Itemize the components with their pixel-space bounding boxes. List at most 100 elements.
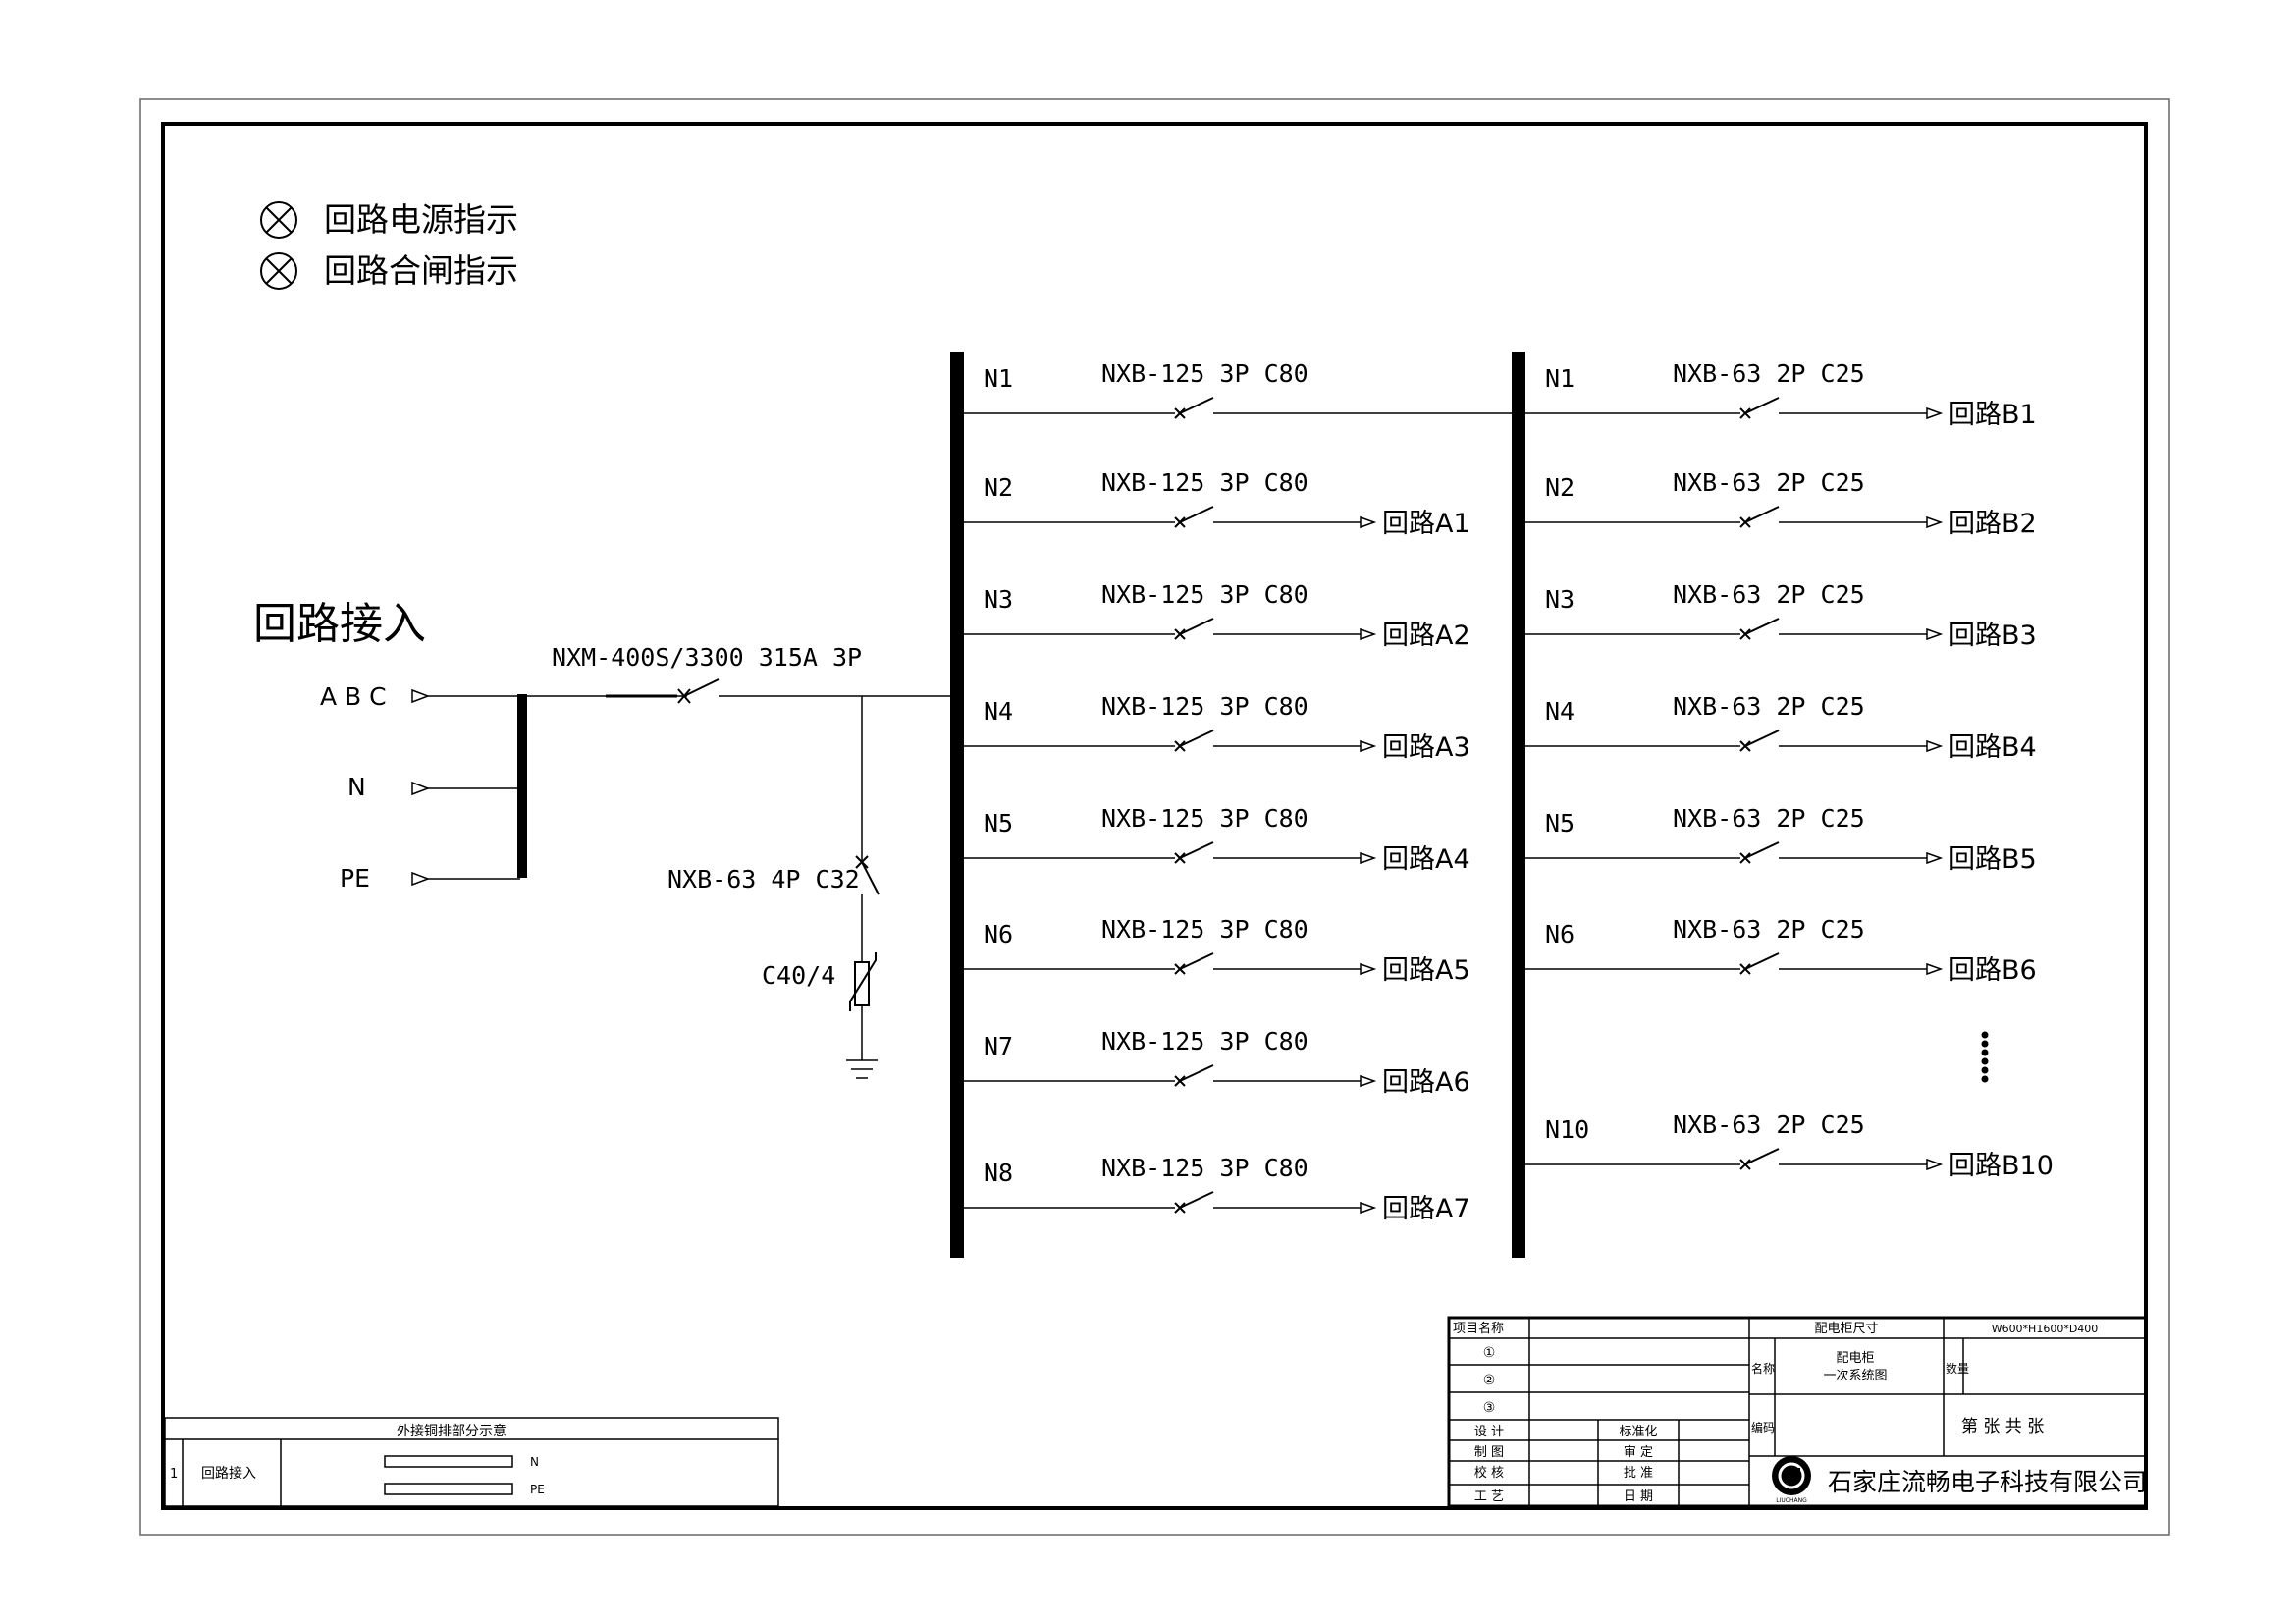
indicator-lamp-icon: [260, 252, 297, 290]
terminal-arrow-icon: [1360, 515, 1377, 529]
role-approve: 批 准: [1624, 1466, 1653, 1481]
busbar-b: [1512, 352, 1525, 1258]
mark-3: ③: [1483, 1400, 1496, 1416]
phase-label-abc: A B C: [320, 682, 387, 711]
copper-table-title: 外接铜排部分示意: [397, 1423, 507, 1439]
breaker-symbol: [1174, 506, 1214, 528]
circuit-number: N5: [984, 809, 1013, 838]
project-name-label: 项目名称: [1453, 1321, 1504, 1336]
terminal-arrow-icon: [1360, 1074, 1377, 1088]
outgoing-circuit-label: 回路B6: [1949, 955, 2037, 986]
breaker-label: NXB-63 2P C25: [1673, 580, 1865, 609]
sheet-count: 第 张 共 张: [1961, 1417, 2044, 1436]
breaker-symbol: [1739, 397, 1780, 419]
copper-table-row-no: 1: [170, 1467, 178, 1482]
continuation-dots: [1981, 1031, 1989, 1083]
phase-label-pe: PE: [340, 864, 370, 893]
breaker-symbol: [1174, 1191, 1214, 1214]
breaker-label: NXB-125 3P C80: [1101, 1027, 1308, 1055]
terminal-arrow-icon: [1360, 851, 1377, 865]
incoming-title: 回路接入: [253, 599, 426, 649]
outgoing-circuit-label: 回路B1: [1949, 400, 2037, 430]
breaker-symbol: [1739, 952, 1780, 975]
copper-bar-n-label: N: [530, 1455, 539, 1469]
feeder-a-feeder: 回路A1 N2 NXB-125 3P C80: [964, 468, 1470, 539]
copper-bar-n: [384, 1455, 513, 1468]
main-breaker-label: NXM-400S/3300 315A 3P: [552, 643, 862, 672]
breaker-label: NXB-125 3P C80: [1101, 804, 1308, 833]
copper-bar-pe-label: PE: [530, 1483, 545, 1496]
feeder-b-feeder: 回路B10 N10 NXB-63 2P C25: [1525, 1110, 2054, 1181]
breaker-symbol: [1174, 952, 1214, 975]
outgoing-circuit-label: 回路A1: [1382, 509, 1470, 539]
breaker-label: NXB-63 2P C25: [1673, 468, 1865, 497]
role-process: 工 艺: [1474, 1489, 1504, 1504]
breaker-label: NXB-63 2P C25: [1673, 804, 1865, 833]
feeder-b-feeder: 回路B6 N6 NXB-63 2P C25: [1525, 915, 2037, 986]
outgoing-circuit-label: 回路A6: [1382, 1067, 1470, 1098]
surge-protector-icon: [849, 952, 877, 1011]
breaker-symbol: [1739, 1148, 1780, 1170]
breaker-symbol: [1174, 397, 1214, 419]
breaker-label: NXB-125 3P C80: [1101, 359, 1308, 388]
outgoing-circuit-label: 回路A4: [1382, 844, 1470, 875]
breaker-label: NXB-63 2P C25: [1673, 1110, 1865, 1139]
name-label: 名称: [1751, 1361, 1775, 1376]
title-block: [1447, 1316, 2148, 1508]
circuit-number: N4: [1545, 697, 1575, 726]
feeder-a-feeder: 回路A6 N7 NXB-125 3P C80: [964, 1027, 1470, 1098]
terminal-arrow-icon: [1926, 962, 1944, 976]
code-label: 编码: [1751, 1420, 1775, 1434]
circuit-number: N6: [984, 920, 1013, 948]
cabinet-size-label: 配电柜尺寸: [1814, 1322, 1878, 1336]
circuit-number: N7: [984, 1032, 1013, 1060]
outgoing-circuit-label: 回路A2: [1382, 621, 1470, 651]
circuit-number: N8: [984, 1159, 1013, 1187]
feeder-a-feeder: N1 NXB-125 3P C80: [964, 359, 1514, 419]
company-name: 石家庄流畅电子科技有限公司: [1828, 1468, 2147, 1496]
circuit-number: N5: [1545, 809, 1575, 838]
breaker-symbol: [1174, 618, 1214, 640]
outgoing-circuit-label: 回路B10: [1949, 1151, 2054, 1181]
circuit-number: N10: [1545, 1115, 1589, 1144]
circuit-number: N3: [984, 585, 1013, 614]
breaker-label: NXB-63 2P C25: [1673, 359, 1865, 388]
breaker-label: NXB-125 3P C80: [1101, 468, 1308, 497]
circuit-number: N1: [984, 364, 1013, 393]
terminal-arrow-icon: [1926, 1158, 1944, 1171]
circuit-number: N2: [984, 473, 1013, 502]
circuit-number: N6: [1545, 920, 1575, 948]
circuit-number: N4: [984, 697, 1013, 726]
feeder-a-feeder: 回路A4 N5 NXB-125 3P C80: [964, 804, 1470, 875]
circuit-number: N1: [1545, 364, 1575, 393]
feeder-b-feeder: 回路B1 N1 NXB-63 2P C25: [1525, 359, 2037, 430]
indicator-lamp-icon: [260, 201, 297, 239]
circuit-number: N2: [1545, 473, 1575, 502]
breaker-label: NXB-63 2P C25: [1673, 915, 1865, 944]
outgoing-circuit-label: 回路A5: [1382, 955, 1470, 986]
terminal-arrow-icon: [1360, 1201, 1377, 1215]
terminal-arrow-icon: [1926, 739, 1944, 753]
quantity-label: 数量: [1946, 1361, 1969, 1376]
outgoing-circuit-label: 回路B4: [1949, 732, 2037, 763]
main-breaker-symbol: [677, 678, 720, 704]
spd-breaker-label: NXB-63 4P C32: [667, 865, 860, 893]
company-logo-icon: LIUCHANG: [1772, 1456, 1811, 1504]
terminal-arrow-icon: [411, 688, 431, 887]
spd-label: C40/4: [762, 961, 835, 990]
ground-icon: [846, 1059, 878, 1079]
copper-table: [164, 1417, 779, 1507]
spd-breaker-symbol: [855, 855, 880, 895]
terminal-arrow-icon: [1360, 739, 1377, 753]
name-value-2: 一次系统图: [1823, 1368, 1887, 1383]
incoming-wires: [428, 695, 520, 880]
mark-1: ①: [1483, 1345, 1496, 1361]
busbar-a: [950, 352, 964, 1258]
